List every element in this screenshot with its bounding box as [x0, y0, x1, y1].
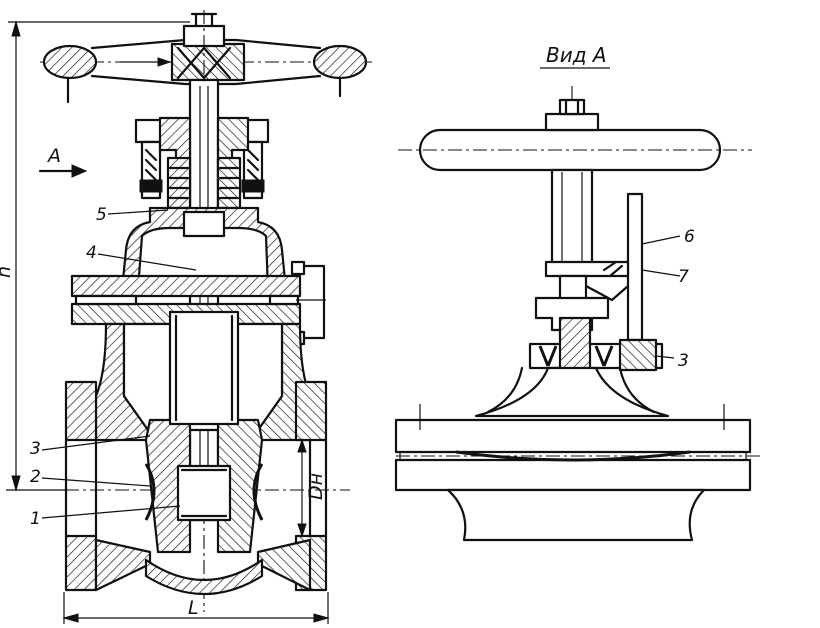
- gate-wedge: [144, 310, 264, 554]
- left-callouts: 5 4 3 2 1: [30, 205, 197, 529]
- view-a: Вид А: [394, 43, 760, 542]
- callout-6: 6: [684, 227, 695, 247]
- view-a-bonnet: [474, 366, 670, 418]
- view-a-body: [446, 488, 706, 542]
- bonnet: [120, 206, 288, 292]
- view-arrow: А: [38, 145, 88, 178]
- view-a-stem: [550, 168, 594, 268]
- callout-4: 4: [86, 243, 97, 263]
- diameter-dimension: Dн: [297, 438, 327, 538]
- callout-1: 1: [30, 509, 41, 529]
- view-arrow-label: А: [46, 145, 61, 167]
- diameter-label: Dн: [305, 473, 327, 500]
- view-a-title: Вид А: [546, 43, 607, 67]
- view-a-handwheel: [398, 98, 752, 172]
- callout-2: 2: [30, 467, 41, 487]
- right-callouts: 6 7 3: [641, 227, 695, 371]
- view-a-flanges: [394, 404, 760, 492]
- length-dimension: L: [62, 592, 330, 624]
- sectional-view: h А: [0, 10, 372, 624]
- callout-3: 3: [30, 439, 41, 459]
- length-label: L: [188, 597, 199, 619]
- callout-7: 7: [678, 267, 689, 287]
- valve-body: [40, 322, 350, 596]
- height-dimension: h: [0, 20, 190, 492]
- callout-5: 5: [96, 205, 107, 225]
- height-label: h: [0, 266, 15, 278]
- gland-assembly: [134, 116, 270, 212]
- callout-3-right: 3: [678, 351, 689, 371]
- stem: [188, 78, 220, 522]
- view-a-yoke: [528, 274, 664, 372]
